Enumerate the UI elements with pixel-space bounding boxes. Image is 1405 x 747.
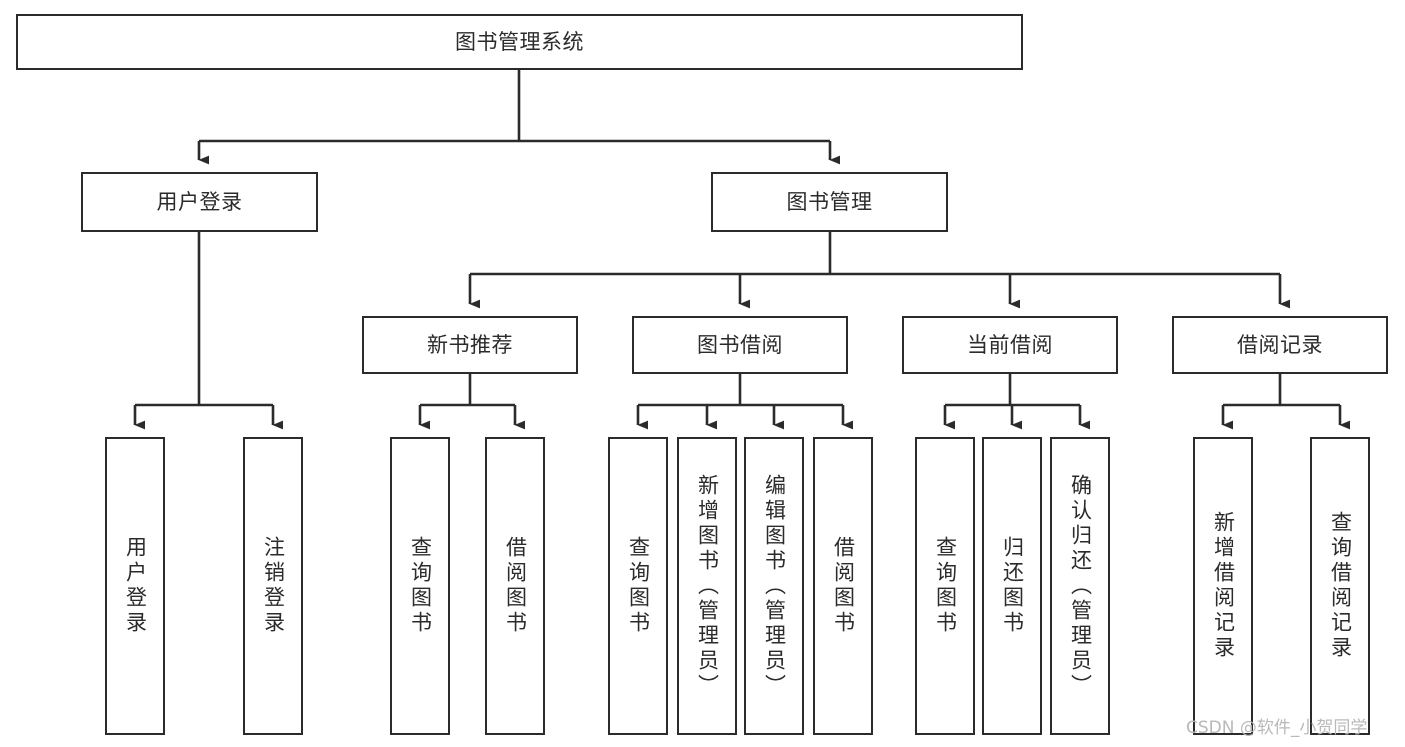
node-current-borrow[interactable]: 当前借阅 [902,316,1118,374]
node-leaf-query-book-cur[interactable]: 查询图书 [915,437,975,735]
node-user-login-label: 用户登录 [156,189,243,214]
node-leaf-user-login-label: 用户登录 [123,536,148,636]
node-user-login[interactable]: 用户登录 [81,172,318,232]
node-leaf-query-book-rec-label: 查询图书 [408,536,433,636]
node-leaf-query-book-cur-label: 查询图书 [933,536,958,636]
node-leaf-query-borrow-record-label: 查询借阅记录 [1328,511,1353,661]
node-leaf-borrow-book-rec-label: 借阅图书 [503,536,528,636]
node-leaf-add-borrow-record-label: 新增借阅记录 [1211,511,1236,661]
node-leaf-query-book-bor[interactable]: 查询图书 [608,437,668,735]
node-leaf-return-book-label: 归还图书 [1000,536,1025,636]
node-leaf-borrow-book-bor[interactable]: 借阅图书 [813,437,873,735]
node-root-system-label: 图书管理系统 [455,29,584,54]
node-leaf-borrow-book-rec[interactable]: 借阅图书 [485,437,545,735]
node-leaf-user-logout-label: 注销登录 [261,536,286,636]
node-leaf-edit-book-admin[interactable]: 编辑图书（管理员） [744,437,804,735]
node-book-manage-label: 图书管理 [786,189,873,214]
node-root-system[interactable]: 图书管理系统 [16,14,1023,70]
node-book-borrow-label: 图书借阅 [697,332,783,357]
node-leaf-user-logout[interactable]: 注销登录 [243,437,303,735]
node-leaf-edit-book-admin-label: 编辑图书（管理员） [762,473,787,699]
node-borrow-record[interactable]: 借阅记录 [1172,316,1388,374]
node-book-manage[interactable]: 图书管理 [711,172,948,232]
node-leaf-query-book-bor-label: 查询图书 [626,536,651,636]
node-leaf-add-book-admin-label: 新增图书（管理员） [695,473,720,699]
node-book-borrow[interactable]: 图书借阅 [632,316,848,374]
node-leaf-add-borrow-record[interactable]: 新增借阅记录 [1193,437,1253,735]
node-new-book-recommend-label: 新书推荐 [427,332,513,357]
node-leaf-query-book-rec[interactable]: 查询图书 [390,437,450,735]
node-leaf-confirm-return-admin-label: 确认归还（管理员） [1068,473,1093,699]
node-leaf-query-borrow-record[interactable]: 查询借阅记录 [1310,437,1370,735]
node-current-borrow-label: 当前借阅 [967,332,1053,357]
node-leaf-borrow-book-bor-label: 借阅图书 [831,536,856,636]
node-leaf-return-book[interactable]: 归还图书 [982,437,1042,735]
node-new-book-recommend[interactable]: 新书推荐 [362,316,578,374]
node-leaf-add-book-admin[interactable]: 新增图书（管理员） [677,437,737,735]
node-borrow-record-label: 借阅记录 [1237,332,1323,357]
node-leaf-user-login[interactable]: 用户登录 [105,437,165,735]
node-leaf-confirm-return-admin[interactable]: 确认归还（管理员） [1050,437,1110,735]
